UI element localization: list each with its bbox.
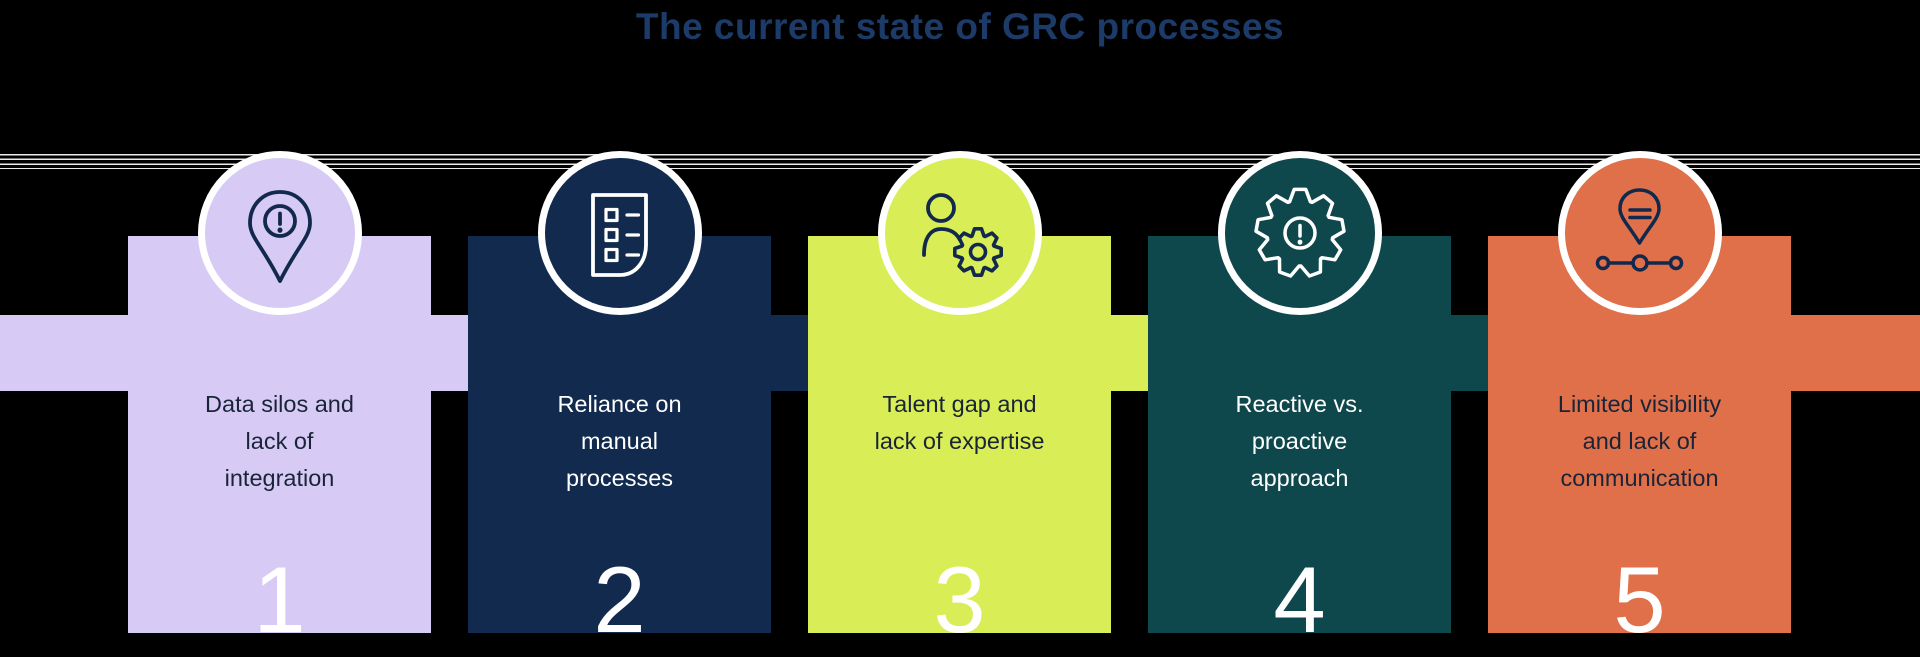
connector-tab-right	[1791, 315, 1920, 391]
icon-badge	[877, 151, 1042, 315]
map-pin-alert-icon	[247, 190, 312, 283]
connector-tab-right	[431, 315, 469, 391]
card-number: 1	[253, 547, 306, 652]
card-label: Data silos and lack of integration	[205, 391, 354, 491]
card-number: 2	[593, 547, 646, 652]
connector-tab-right	[771, 315, 809, 391]
card-number: 5	[1613, 547, 1666, 652]
card-label: Limited visibility and lack of communica…	[1557, 391, 1722, 491]
person-gear-icon	[921, 193, 1003, 277]
route-pin-icon	[1595, 188, 1683, 272]
icon-badge	[537, 151, 702, 315]
card-data-silos: Data silos and lack of integration 1	[0, 151, 469, 647]
connector-tab-right	[1451, 315, 1489, 391]
icon-badge	[197, 151, 362, 315]
card-manual-processes: Reliance on manual processes 2	[468, 151, 809, 647]
checklist-document-icon	[590, 193, 648, 277]
card-limited-visibility: Limited visibility and lack of communica…	[1488, 151, 1920, 647]
card-reactive-approach: Reactive vs. proactive approach 4	[1148, 151, 1489, 647]
icon-badge	[1557, 151, 1722, 315]
card-label: Talent gap and lack of expertise	[874, 391, 1045, 454]
card-talent-gap: Talent gap and lack of expertise 3	[808, 151, 1149, 647]
card-number: 3	[933, 547, 986, 652]
card-label: Reliance on manual processes	[557, 391, 682, 491]
connector-tab-left	[0, 315, 128, 391]
card-number: 4	[1273, 547, 1326, 652]
card-label: Reactive vs. proactive approach	[1235, 391, 1364, 491]
page-title: The current state of GRC processes	[635, 6, 1285, 47]
icon-badge	[1217, 151, 1382, 315]
connector-tab-right	[1111, 315, 1149, 391]
gear-alert-icon	[1253, 187, 1346, 278]
